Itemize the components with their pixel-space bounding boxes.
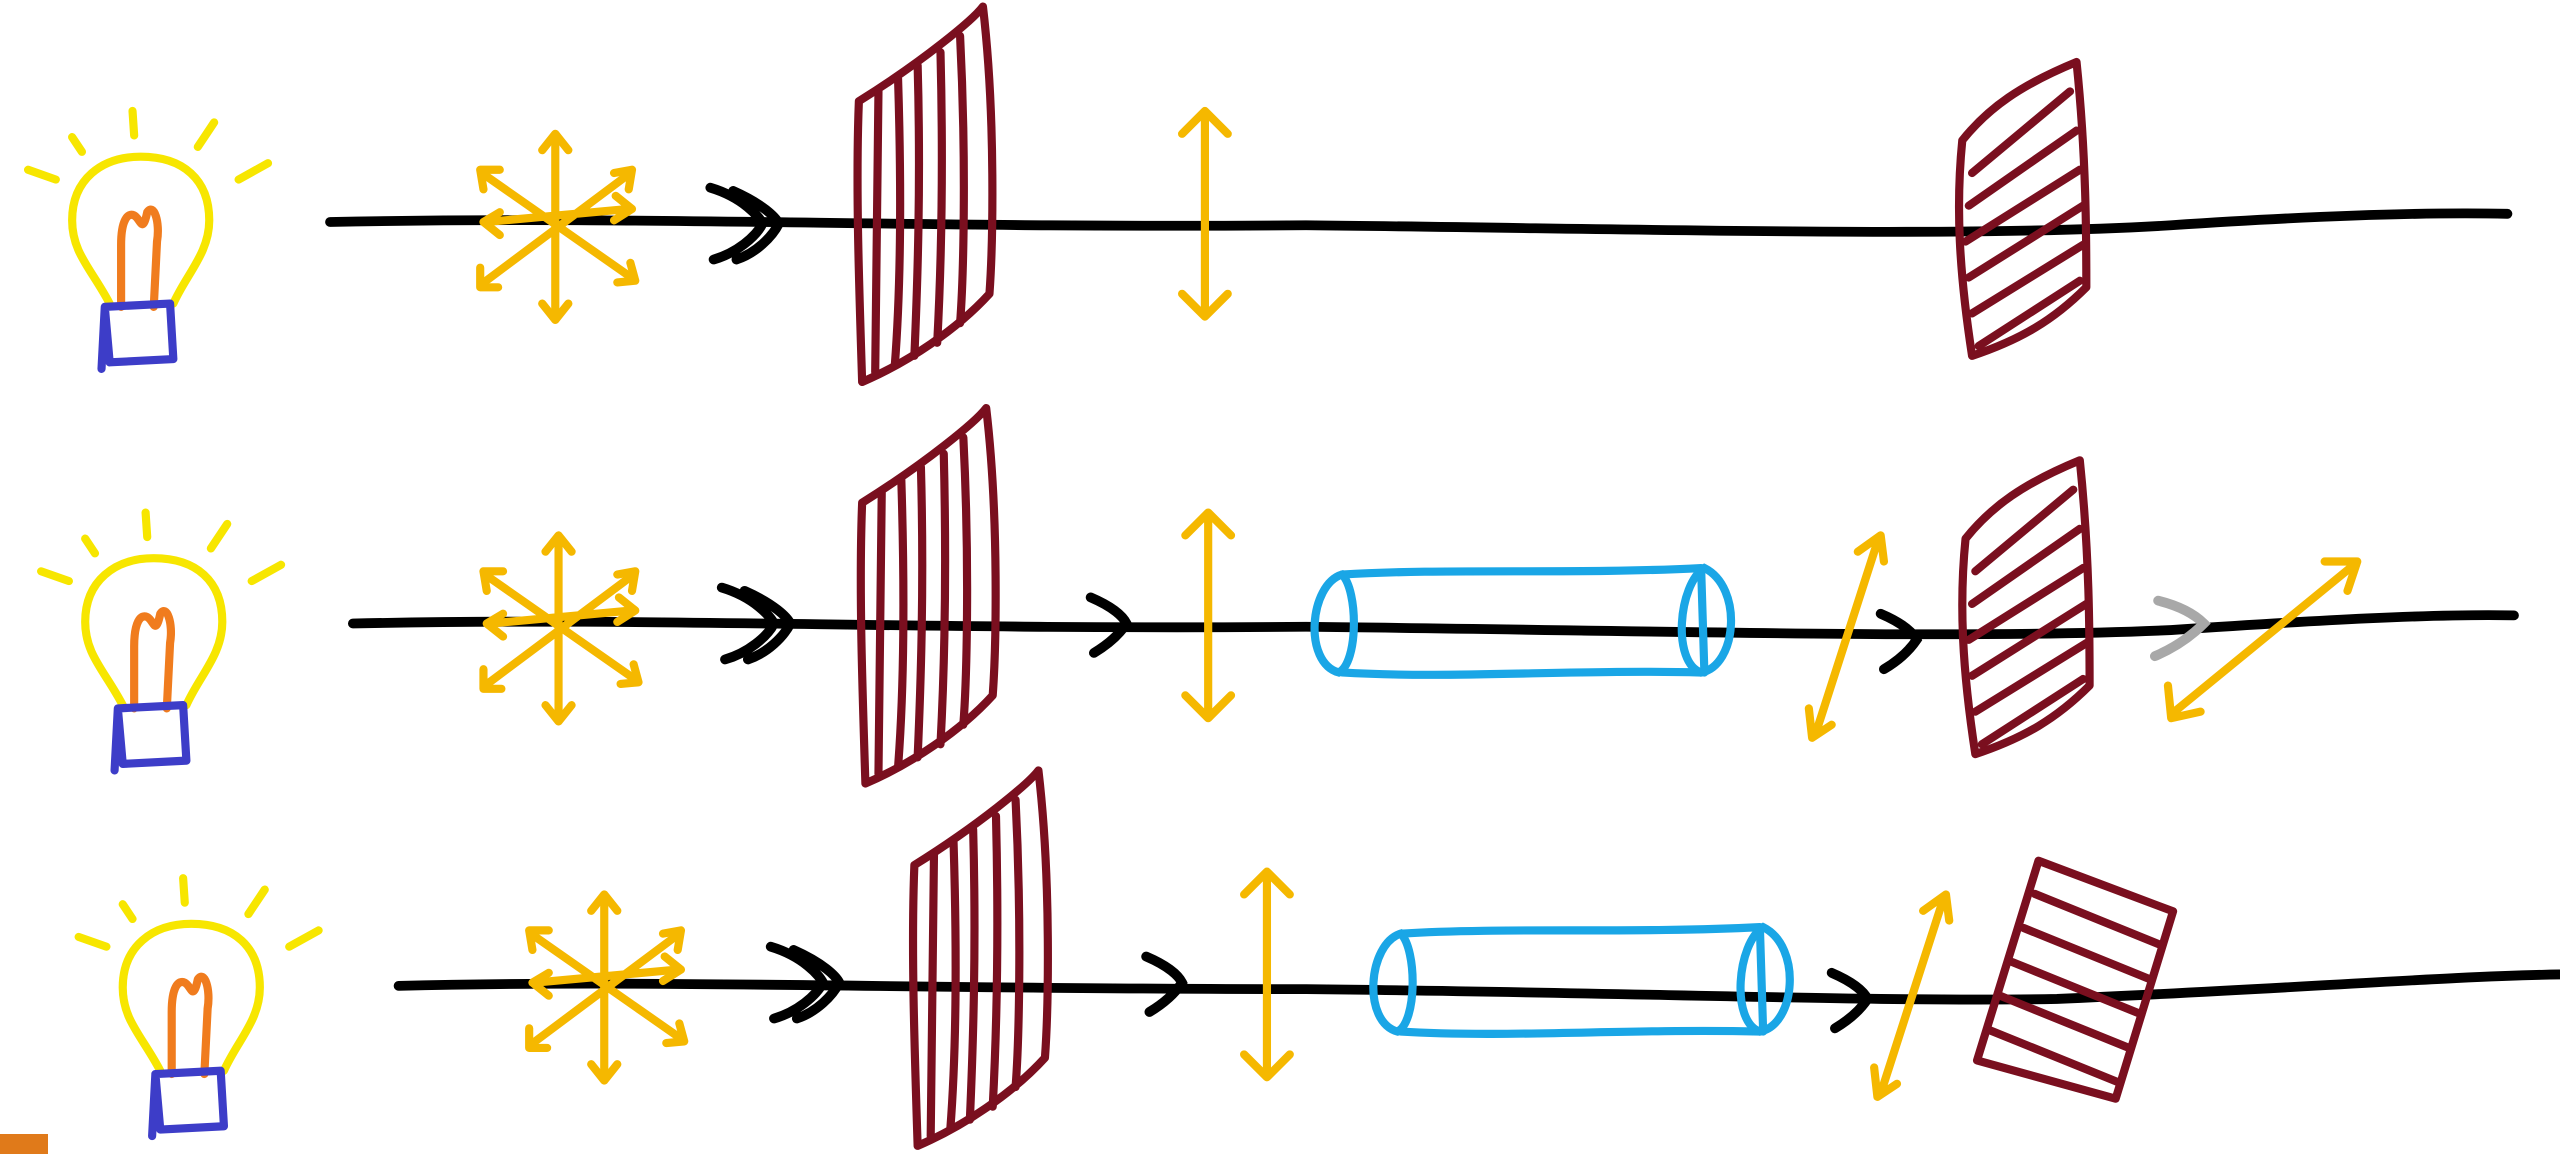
row-2 — [41, 408, 2519, 783]
corner-mark — [0, 1134, 48, 1154]
polarizer-vertical — [861, 408, 996, 783]
beam-line — [325, 208, 2513, 237]
unpolarized-light-icon — [480, 134, 635, 320]
vertical-polarization-arrow — [1182, 111, 1228, 317]
analyzer-rotated — [1972, 856, 2178, 1103]
vertical-polarization-arrow — [1244, 872, 1290, 1078]
analyzer-diagonal — [1959, 62, 2086, 356]
light-bulb-icon — [79, 878, 319, 1136]
analyzer-diagonal — [1962, 460, 2089, 754]
direction-arrow-icon — [1881, 614, 1917, 669]
dim-direction-arrow-icon — [2149, 595, 2211, 662]
beam-line — [393, 969, 2560, 1005]
light-bulb-icon — [41, 513, 281, 771]
polarizer-vertical — [858, 7, 993, 382]
transmitted-polarization-arrow — [2163, 557, 2362, 723]
unpolarized-light-icon — [483, 535, 638, 721]
row-1 — [28, 7, 2513, 382]
sample-tube — [1315, 568, 1731, 675]
row-3 — [79, 770, 2560, 1154]
sample-tube — [1373, 927, 1789, 1034]
beam-line — [347, 610, 2519, 640]
light-bulb-icon — [28, 111, 268, 369]
vertical-polarization-arrow — [1185, 513, 1231, 719]
